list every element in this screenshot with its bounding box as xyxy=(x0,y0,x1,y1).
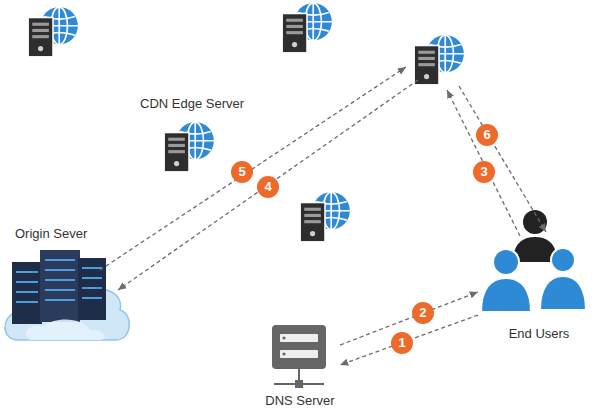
component-label: CDN Edge Server xyxy=(140,96,244,111)
callout-number: 4 xyxy=(257,176,279,198)
callout-number: 2 xyxy=(412,302,434,324)
request-arrow xyxy=(100,67,406,270)
diagram-node: End Users xyxy=(478,205,586,345)
diagram-node: Origin Sever xyxy=(5,222,135,348)
diagram-node: DNS Server xyxy=(260,320,340,412)
node-label: End Users xyxy=(509,326,570,341)
callout-number: 3 xyxy=(473,161,495,183)
edge-server-icon xyxy=(300,192,350,242)
edge-server-icon xyxy=(414,35,464,85)
origin-cloud-icon xyxy=(5,250,129,340)
response-arrow xyxy=(118,80,418,290)
dns-lookup-arrow xyxy=(340,315,478,365)
edge-server-icon xyxy=(164,122,214,172)
dns-server-icon xyxy=(272,325,326,388)
request-arrow xyxy=(447,90,520,236)
response-arrow xyxy=(459,86,546,232)
node-label: Origin Sever xyxy=(15,226,87,241)
node-label: DNS Server xyxy=(265,393,334,408)
edge-server-icon xyxy=(28,7,78,57)
callout-number: 1 xyxy=(391,332,413,354)
edge-server-icon xyxy=(282,3,332,53)
end-users-icon xyxy=(481,210,586,312)
callout-number: 5 xyxy=(231,161,253,183)
callout-number: 6 xyxy=(476,124,498,146)
